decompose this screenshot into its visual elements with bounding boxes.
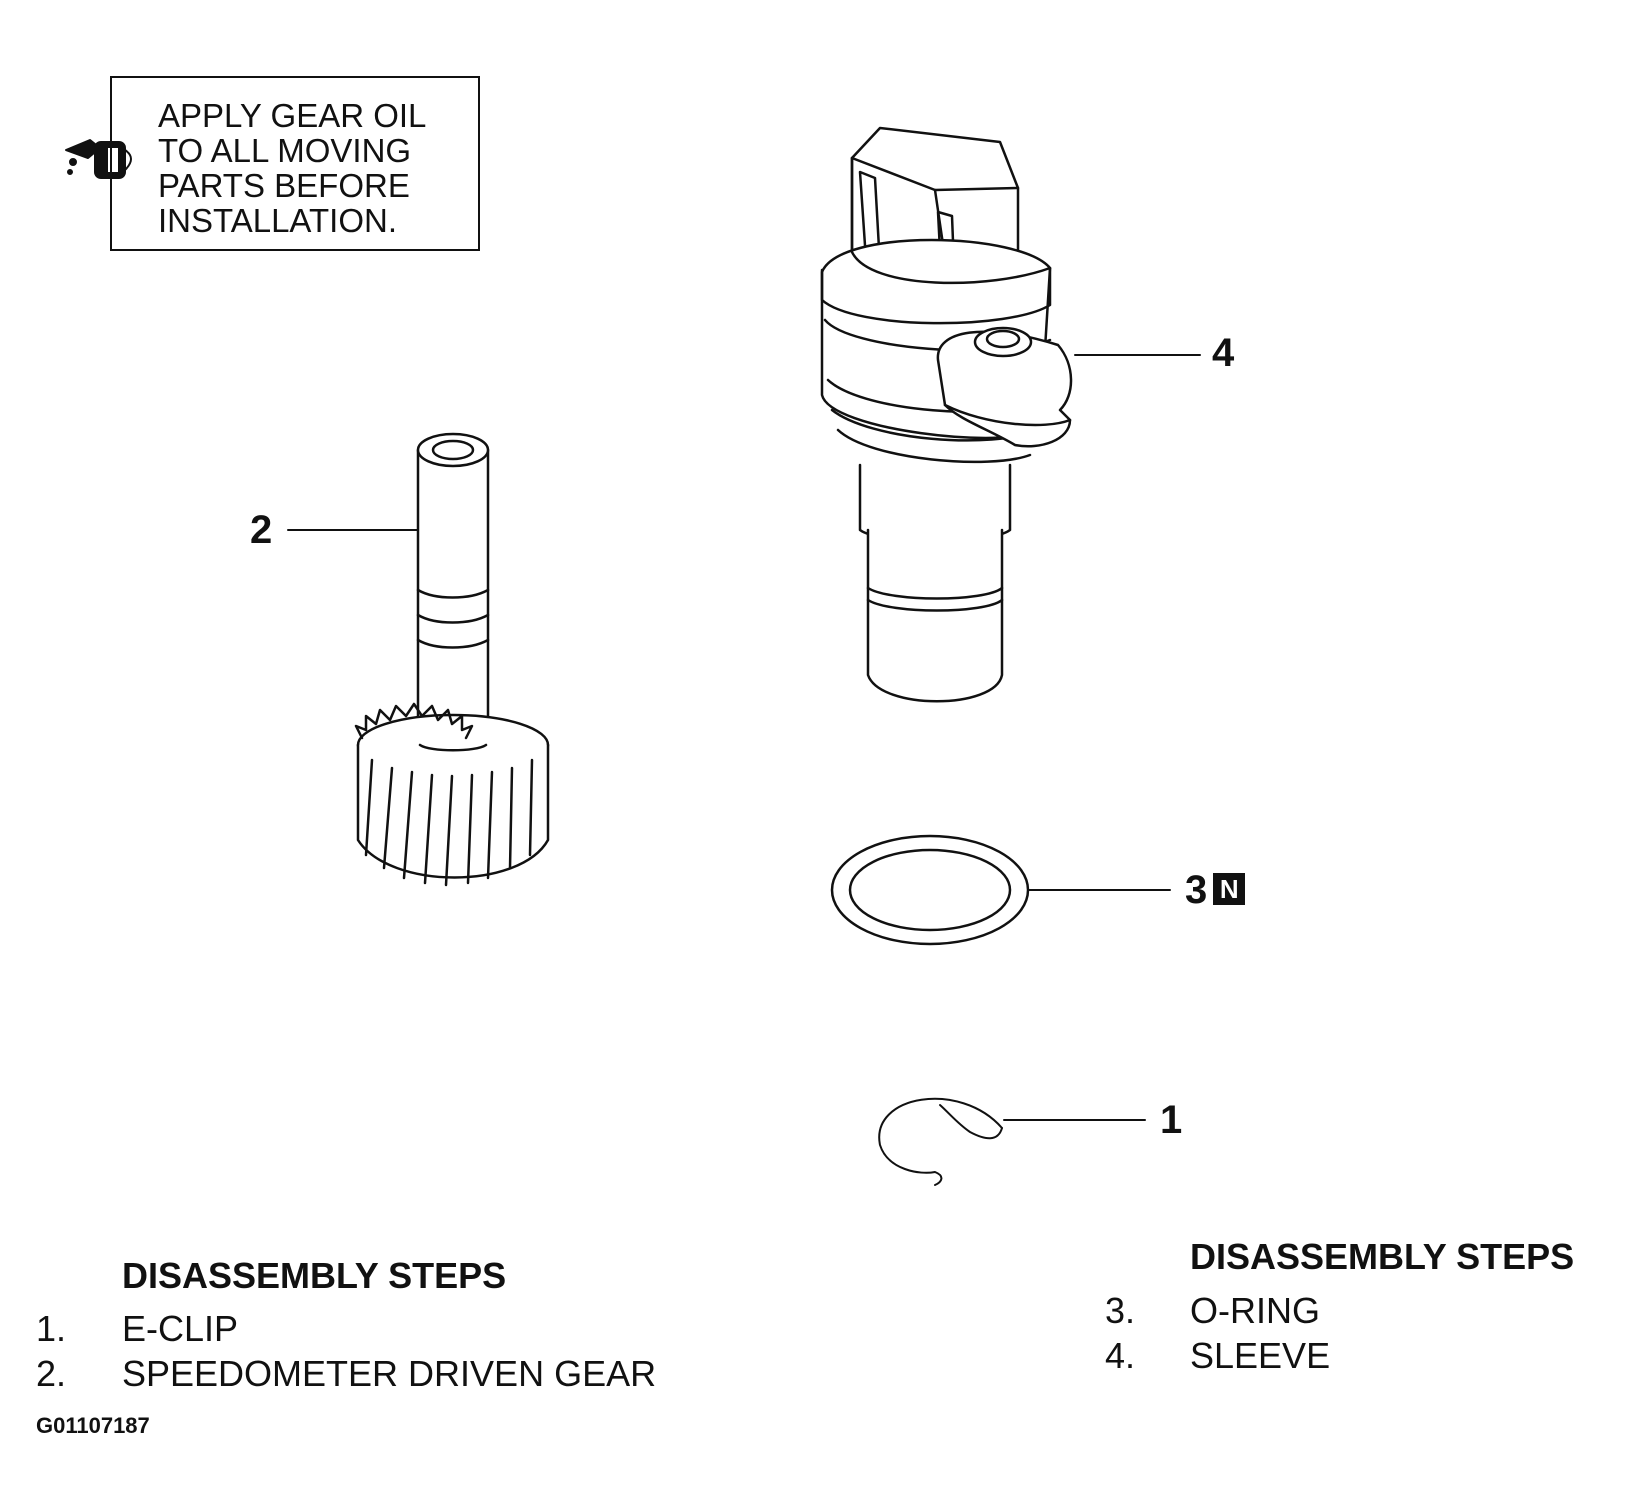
speedometer-driven-gear-part [354, 432, 550, 887]
steps-left-heading: DISASSEMBLY STEPS [122, 1255, 507, 1296]
step-label: SPEEDOMETER DRIVEN GEAR [122, 1353, 657, 1394]
note-line-4: INSTALLATION. [158, 202, 397, 239]
step-number: 2. [36, 1353, 67, 1394]
step-number: 1. [36, 1308, 67, 1349]
steps-right-heading: DISASSEMBLY STEPS [1190, 1236, 1575, 1277]
sleeve-part [820, 126, 1073, 703]
leader-lines [287, 354, 1201, 1121]
e-clip-part [878, 1097, 1003, 1186]
note-line-1: APPLY GEAR OIL [158, 97, 427, 134]
figure-id: G01107187 [36, 1413, 150, 1438]
callout-4: 4 [1212, 331, 1235, 375]
step-label: O-RING [1190, 1290, 1320, 1331]
note-text: APPLY GEAR OIL TO ALL MOVING PARTS BEFOR… [158, 98, 426, 238]
step-label: E-CLIP [122, 1308, 239, 1349]
callout-3-number: 3 [1185, 868, 1208, 912]
note-line-2: TO ALL MOVING [158, 132, 412, 169]
new-part-badge: N [1213, 873, 1246, 906]
callout-1: 1 [1160, 1098, 1183, 1142]
step-number: 4. [1105, 1335, 1136, 1376]
note-line-3: PARTS BEFORE [158, 167, 410, 204]
o-ring-part [830, 834, 1030, 946]
step-label: SLEEVE [1190, 1335, 1331, 1376]
callout-2: 2 [250, 508, 273, 552]
step-number: 3. [1105, 1290, 1136, 1331]
note-box: APPLY GEAR OIL TO ALL MOVING PARTS BEFOR… [110, 76, 480, 251]
